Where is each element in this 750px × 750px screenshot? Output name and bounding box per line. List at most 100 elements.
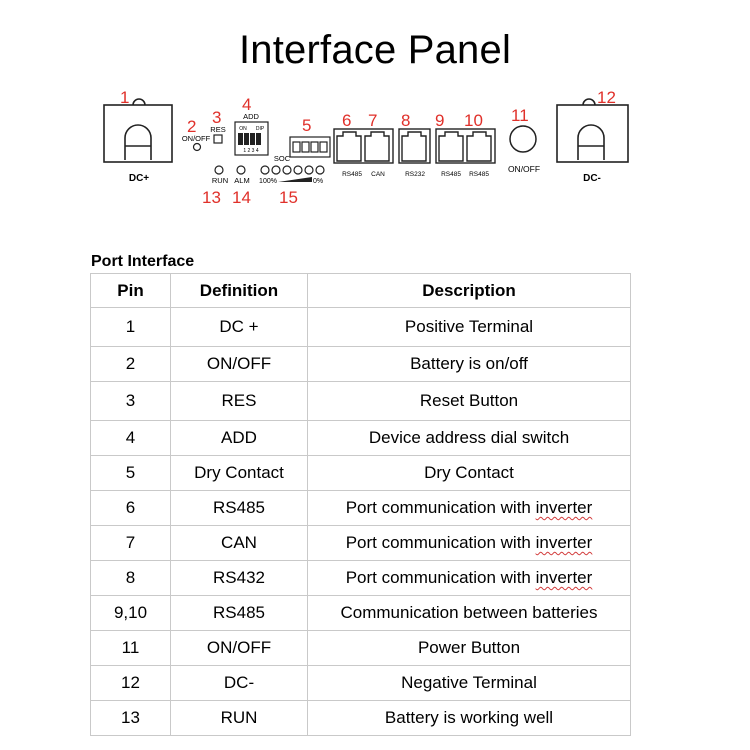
dc-minus-label: DC- xyxy=(583,173,601,184)
soc-led-bar xyxy=(260,165,325,175)
definition-cell: ADD xyxy=(170,420,308,456)
pin-cell: 6 xyxy=(90,490,171,526)
pin-cell: 13 xyxy=(90,700,171,736)
definition-cell: RES xyxy=(170,381,308,421)
pin-cell: 5 xyxy=(90,455,171,491)
description-cell: Port communication with inverter xyxy=(307,560,631,596)
description-cell: Device address dial switch xyxy=(307,420,631,456)
alm-label: ALM xyxy=(234,176,249,185)
dip-on-label: ON xyxy=(239,126,247,132)
spellcheck-flagged-word: inverter xyxy=(535,533,593,552)
table-row: 5 Dry Contact Dry Contact xyxy=(90,455,631,491)
on-off-small-label: ON/OFF xyxy=(182,134,211,143)
pin-cell: 7 xyxy=(90,525,171,561)
rs485-port-label: RS485 xyxy=(342,171,362,178)
table-row: 6 RS485 Port communication with inverter xyxy=(90,490,631,526)
description-cell: Battery is on/off xyxy=(307,346,631,382)
callout-2: 2 xyxy=(187,117,196,136)
dip-dip-label: DIP xyxy=(256,126,265,132)
callout-9: 9 xyxy=(435,111,444,130)
definition-cell: ON/OFF xyxy=(170,346,308,382)
dip-switch: ON DIP 1 2 3 4 xyxy=(234,121,269,156)
description-cell: Power Button xyxy=(307,630,631,666)
can-port-label: CAN xyxy=(371,171,385,178)
header-definition: Definition xyxy=(170,273,308,308)
definition-cell: RS432 xyxy=(170,560,308,596)
interface-panel-diagram: DC+ 1 ON/OFF 2 RES 3 4 ADD ON DIP 1 2 3 … xyxy=(103,88,629,207)
dc-minus-terminal xyxy=(556,98,629,163)
dc-plus-terminal xyxy=(103,98,173,163)
pin-cell: 1 xyxy=(90,307,171,347)
callout-8: 8 xyxy=(401,111,410,130)
table-row: 4 ADD Device address dial switch xyxy=(90,420,631,456)
callout-6: 6 xyxy=(342,111,351,130)
dc-plus-label: DC+ xyxy=(129,173,149,184)
definition-cell: DC + xyxy=(170,307,308,347)
pin-cell: 12 xyxy=(90,665,171,701)
description-cell: Communication between batteries xyxy=(307,595,631,631)
description-cell: Battery is working well xyxy=(307,700,631,736)
callout-4: 4 xyxy=(242,95,251,114)
dry-contact-connector xyxy=(289,136,331,158)
rj45-port-pair-rs485-can xyxy=(333,128,394,164)
dip-number-label: 1 2 3 4 xyxy=(243,148,259,154)
soc-wedge xyxy=(278,177,312,182)
callout-15: 15 xyxy=(279,188,298,207)
description-text: Port communication with xyxy=(345,498,536,517)
table-row: 11 ON/OFF Power Button xyxy=(90,630,631,666)
callout-12: 12 xyxy=(597,88,616,107)
pin-cell: 8 xyxy=(90,560,171,596)
callout-13: 13 xyxy=(202,188,221,207)
pin-cell: 2 xyxy=(90,346,171,382)
table-row: 13 RUN Battery is working well xyxy=(90,700,631,736)
pin-cell: 4 xyxy=(90,420,171,456)
definition-cell: RUN xyxy=(170,700,308,736)
definition-cell: ON/OFF xyxy=(170,630,308,666)
definition-cell: CAN xyxy=(170,525,308,561)
rs485-port-label-b: RS485 xyxy=(441,171,461,178)
header-description: Description xyxy=(307,273,631,308)
callout-11: 11 xyxy=(511,106,529,125)
description-text: Port communication with xyxy=(345,568,536,587)
soc-label: SOC xyxy=(274,154,291,163)
callout-1: 1 xyxy=(120,88,129,107)
spellcheck-flagged-word: inverter xyxy=(535,498,593,517)
page-title: Interface Panel xyxy=(238,28,512,72)
callout-10: 10 xyxy=(464,111,483,130)
add-label: ADD xyxy=(243,112,259,121)
rs232-port-label: RS232 xyxy=(405,171,425,178)
description-text: Port communication with xyxy=(345,533,536,552)
table-row: 1 DC + Positive Terminal xyxy=(90,307,631,347)
callout-14: 14 xyxy=(232,188,251,207)
callout-5: 5 xyxy=(302,116,311,135)
header-pin: Pin xyxy=(90,273,171,308)
callout-3: 3 xyxy=(212,108,221,127)
table-row: 2 ON/OFF Battery is on/off xyxy=(90,346,631,382)
reset-button xyxy=(213,134,223,144)
description-cell: Reset Button xyxy=(307,381,631,421)
table-row: 12 DC- Negative Terminal xyxy=(90,665,631,701)
table-row: 3 RES Reset Button xyxy=(90,381,631,421)
table-row: 9,10 RS485 Communication between batteri… xyxy=(90,595,631,631)
definition-cell: RS485 xyxy=(170,595,308,631)
pin-cell: 9,10 xyxy=(90,595,171,631)
power-button-label: ON/OFF xyxy=(508,164,540,174)
soc-100-label: 100% xyxy=(259,178,277,185)
description-cell: Negative Terminal xyxy=(307,665,631,701)
run-led xyxy=(214,165,224,175)
pin-cell: 3 xyxy=(90,381,171,421)
callout-7: 7 xyxy=(368,111,377,130)
description-cell: Port communication with inverter xyxy=(307,525,631,561)
table-row: 7 CAN Port communication with inverter xyxy=(90,525,631,561)
power-button xyxy=(509,125,537,153)
table-header-row: Pin Definition Description xyxy=(90,273,631,308)
alm-led xyxy=(236,165,246,175)
table-row: 8 RS432 Port communication with inverter xyxy=(90,560,631,596)
rj45-port-pair-rs485 xyxy=(435,128,496,164)
spellcheck-flagged-word: inverter xyxy=(535,568,593,587)
res-label: RES xyxy=(210,125,225,134)
description-cell: Positive Terminal xyxy=(307,307,631,347)
description-cell: Port communication with inverter xyxy=(307,490,631,526)
table-title: Port Interface xyxy=(91,253,195,270)
definition-cell: RS485 xyxy=(170,490,308,526)
